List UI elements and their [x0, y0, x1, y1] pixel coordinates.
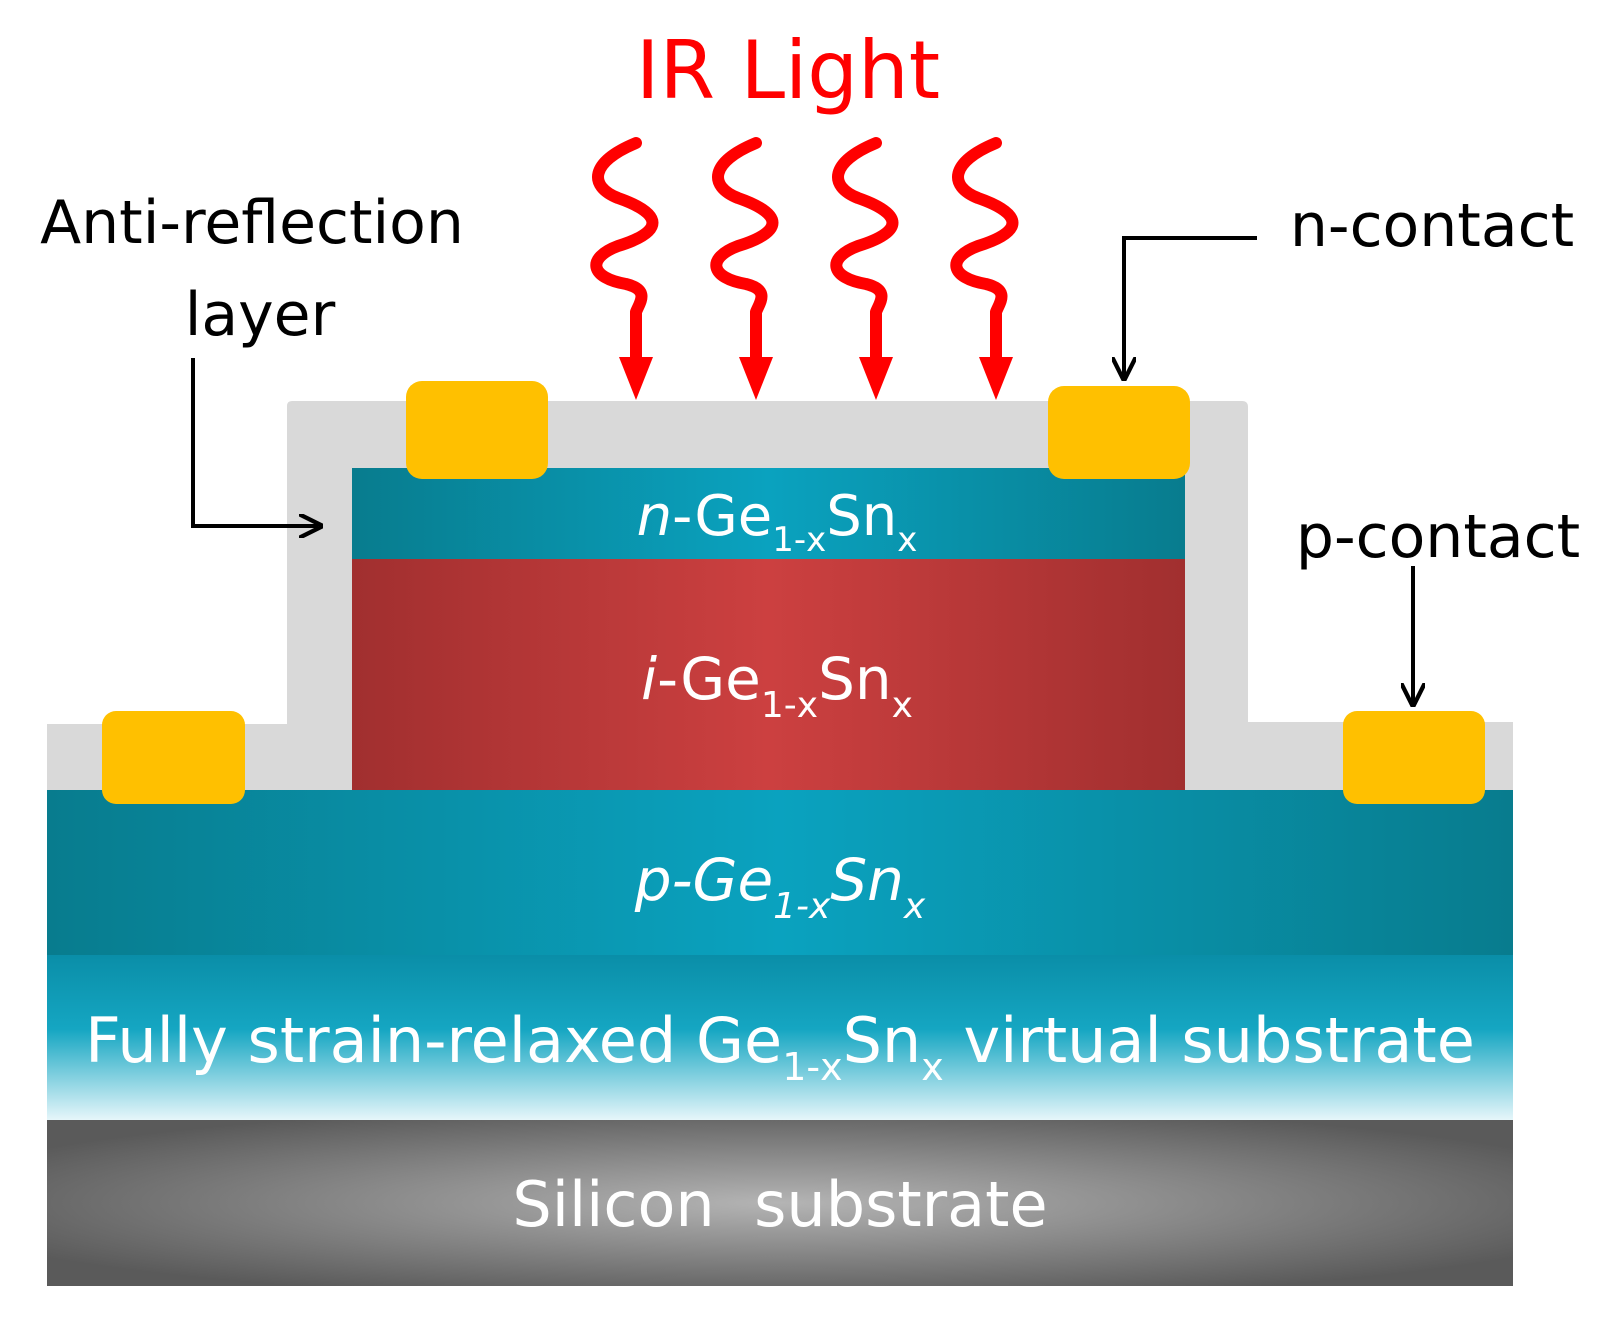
ir-ray-1	[590, 137, 659, 368]
n-ge-sn-layer	[352, 468, 1185, 559]
silicon-substrate-label: Silicon substrate	[512, 1168, 1047, 1241]
ir-rays	[590, 137, 1019, 368]
virtual-substrate-layer	[47, 955, 1513, 1120]
anti-reflection-label-line2: layer	[185, 280, 336, 350]
n-contact-pad-left	[406, 381, 548, 479]
virtual-substrate-label: Fully strain-relaxed Ge1-xSnx virtual su…	[85, 1004, 1475, 1089]
ir-ray-3	[830, 137, 899, 368]
ir-arrowhead-1	[619, 357, 653, 400]
anti-reflection-label: Anti-reflection	[40, 188, 464, 258]
p-layer-label: p-Ge1-xSnx	[634, 846, 926, 927]
p-contact-label: p-contact	[1296, 502, 1580, 572]
i-layer-label: i-Ge1-xSnx	[641, 645, 913, 726]
p-ge-sn-layer	[47, 790, 1513, 955]
n-layer-label: n-Ge1-xSnx	[637, 484, 918, 560]
ir-arrowheads	[619, 357, 1013, 400]
i-ge-sn-layer	[352, 559, 1185, 790]
ir-light-title: IR Light	[636, 24, 940, 117]
p-contact-pad-right	[1343, 711, 1485, 804]
ir-ray-4	[950, 137, 1019, 368]
n-contact-arrow	[1124, 236, 1257, 376]
ir-ray-2	[710, 137, 779, 368]
ir-arrowhead-2	[739, 357, 773, 400]
anti-reflection-arrow	[191, 358, 318, 526]
n-contact-pad-right	[1048, 386, 1190, 479]
silicon-substrate-layer	[47, 1120, 1513, 1286]
ir-arrowhead-4	[979, 357, 1013, 400]
n-contact-label: n-contact	[1290, 191, 1574, 261]
p-contact-pad-left	[102, 711, 245, 804]
ir-arrowhead-3	[859, 357, 893, 400]
